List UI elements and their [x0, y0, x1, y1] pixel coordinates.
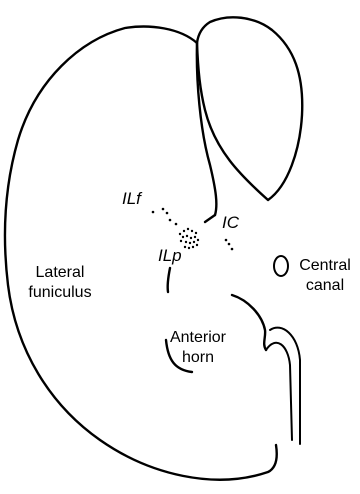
label-lateral-funiculus-line2: funiculus — [20, 283, 100, 303]
dorsal-horn-medial-edge — [197, 43, 217, 215]
central-canal — [274, 256, 288, 276]
label-ilf: ILf — [122, 189, 141, 209]
label-central-canal: Central canal — [290, 256, 360, 296]
ilp-cluster — [179, 228, 199, 249]
label-anterior-horn: Anterior horn — [160, 328, 236, 368]
label-ilp: ILp — [158, 246, 182, 266]
ilf-boundary — [205, 215, 215, 222]
median-fissure-right — [270, 328, 300, 444]
label-lateral-funiculus: Lateral funiculus — [20, 263, 100, 303]
label-lateral-funiculus-line1: Lateral — [20, 263, 100, 283]
label-central-canal-line1: Central — [290, 256, 360, 276]
outer-outline — [5, 27, 277, 480]
anterior-horn-right-edge — [232, 295, 266, 350]
label-anterior-horn-line2: horn — [160, 348, 236, 368]
label-central-canal-line2: canal — [290, 276, 360, 296]
ic-dots — [225, 239, 234, 251]
anterior-horn-left-edge-upper — [168, 268, 170, 292]
label-ic: IC — [222, 213, 239, 233]
median-fissure-left — [266, 343, 292, 440]
ilf-dots — [152, 208, 178, 226]
label-anterior-horn-line1: Anterior — [160, 328, 236, 348]
